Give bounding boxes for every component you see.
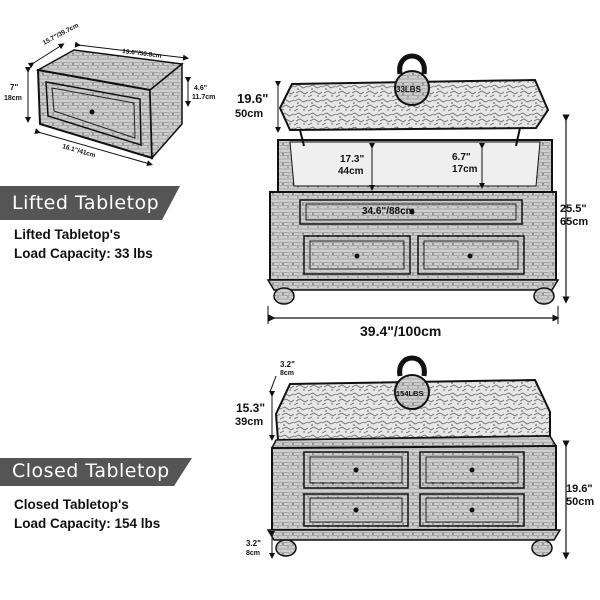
drawer-inner-cm-label: 11.7cm (192, 94, 215, 101)
drawer-height-in-label: 7" (10, 83, 18, 92)
closed-height-cm: 50cm (566, 496, 594, 508)
closed-weight-label: 154LBS (396, 389, 424, 398)
closed-height-in: 19.6" (566, 483, 593, 495)
closed-thick-in: 3.2" (280, 360, 295, 369)
lifted-width-label: 39.4"/100cm (360, 323, 441, 339)
closed-table-illustration (266, 355, 570, 560)
drawer-depth-label: 15.7"/39.7cm (42, 22, 80, 47)
lifted-capacity-line2: Load Capacity: 33 lbs (14, 246, 153, 261)
drawer-illustration (25, 41, 191, 167)
closed-title-banner (0, 458, 192, 486)
closed-top-depth-in: 15.3" (236, 401, 265, 415)
lifted-table-illustration (266, 53, 570, 324)
drawer-height-cm-label: 18cm (4, 95, 22, 102)
lifted-capacity-line1: Lifted Tabletop's (14, 227, 121, 242)
lifted-weight-label: 33LBS (396, 85, 422, 94)
storage-width-cm: 44cm (338, 166, 364, 177)
closed-foot-in: 3.2" (246, 539, 261, 548)
storage-length-label: 34.6"/88cm (362, 206, 415, 217)
closed-capacity-line1: Closed Tabletop's (14, 497, 129, 512)
drawer-inner-in-label: 4.6" (194, 85, 207, 92)
closed-tabletop-title: Closed Tabletop (12, 460, 170, 482)
lifted-height-in: 25.5" (560, 203, 587, 215)
closed-capacity-line2: Load Capacity: 154 lbs (14, 516, 161, 531)
closed-foot-cm: 8cm (246, 550, 260, 557)
lifted-capacity-text: Lifted Tabletop's Load Capacity: 33 lbs (14, 225, 153, 263)
storage-width-in: 17.3" (340, 154, 364, 165)
storage-height-cm: 17cm (452, 164, 478, 175)
lifted-tabletop-title: Lifted Tabletop (12, 192, 160, 214)
lifted-title-banner (0, 186, 180, 220)
lifted-height-cm: 65cm (560, 216, 588, 228)
closed-top-depth-cm: 39cm (235, 416, 263, 428)
drawer-width-label: 19.6"/50.8cm (122, 48, 162, 60)
closed-thick-cm: 8cm (280, 370, 294, 377)
lifted-top-depth-cm: 50cm (235, 108, 263, 120)
lifted-top-depth-in: 19.6" (237, 91, 268, 106)
drawer-length-label: 16.1"/41cm (61, 143, 96, 159)
storage-height-in: 6.7" (452, 152, 471, 163)
closed-capacity-text: Closed Tabletop's Load Capacity: 154 lbs (14, 495, 160, 533)
